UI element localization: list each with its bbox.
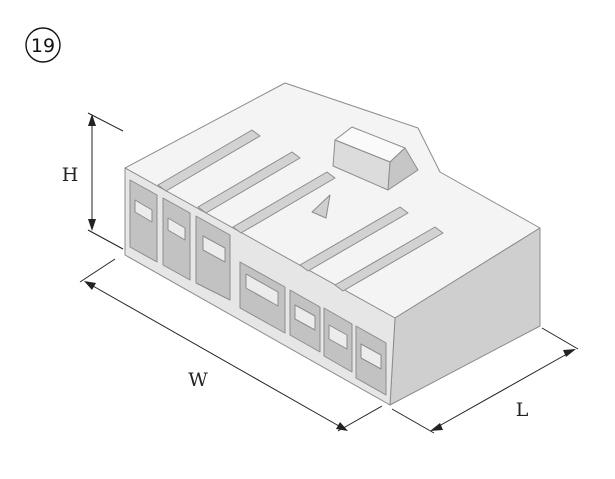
- top-groove-1: [157, 129, 261, 192]
- cavity-wall-2: [167, 217, 186, 241]
- l-dimension-line: [431, 349, 575, 431]
- cavity-wall-5: [294, 304, 316, 331]
- l-arrow-left: [430, 423, 443, 431]
- dimension-l: [391, 327, 579, 434]
- h-extension-bottom: [87, 229, 124, 250]
- polarization-notch: [311, 194, 331, 219]
- top-groove-5: [334, 226, 444, 292]
- connector-housing: [124, 82, 541, 406]
- l-extension-right: [541, 327, 579, 350]
- height-label: H: [62, 164, 79, 186]
- w-dimension-line: [85, 281, 347, 431]
- h-arrow-top: [88, 114, 96, 126]
- cavity-1: [129, 179, 158, 263]
- l-extension-left: [391, 408, 435, 434]
- w-extension-right: [337, 405, 383, 432]
- dimension-h: [87, 112, 124, 250]
- latch-side: [387, 147, 419, 191]
- top-groove-4: [299, 206, 409, 272]
- cavity-2: [162, 197, 191, 281]
- h-extension-top: [87, 112, 124, 132]
- w-extension-left: [79, 258, 116, 283]
- cavity-wall-1: [134, 199, 153, 223]
- w-arrow-left: [84, 281, 96, 290]
- cavity-wall-4: [245, 273, 279, 307]
- h-arrow-bottom: [88, 219, 96, 231]
- cavity-inner-walls: [134, 199, 382, 370]
- figure-number: 19: [31, 35, 55, 57]
- length-label: L: [516, 399, 529, 421]
- top-groove-3: [232, 171, 336, 234]
- figure-number-badge: 19: [25, 27, 61, 63]
- cavity-wall-6: [328, 324, 348, 350]
- dimension-w: [79, 258, 383, 432]
- w-arrow-right: [336, 422, 348, 431]
- top-groove-2: [197, 151, 301, 214]
- cavity-wall-7: [360, 343, 382, 370]
- figure-number-circle: [25, 27, 61, 63]
- width-label: W: [188, 369, 208, 391]
- cavity-wall-3: [202, 235, 226, 263]
- l-arrow-right: [563, 349, 576, 357]
